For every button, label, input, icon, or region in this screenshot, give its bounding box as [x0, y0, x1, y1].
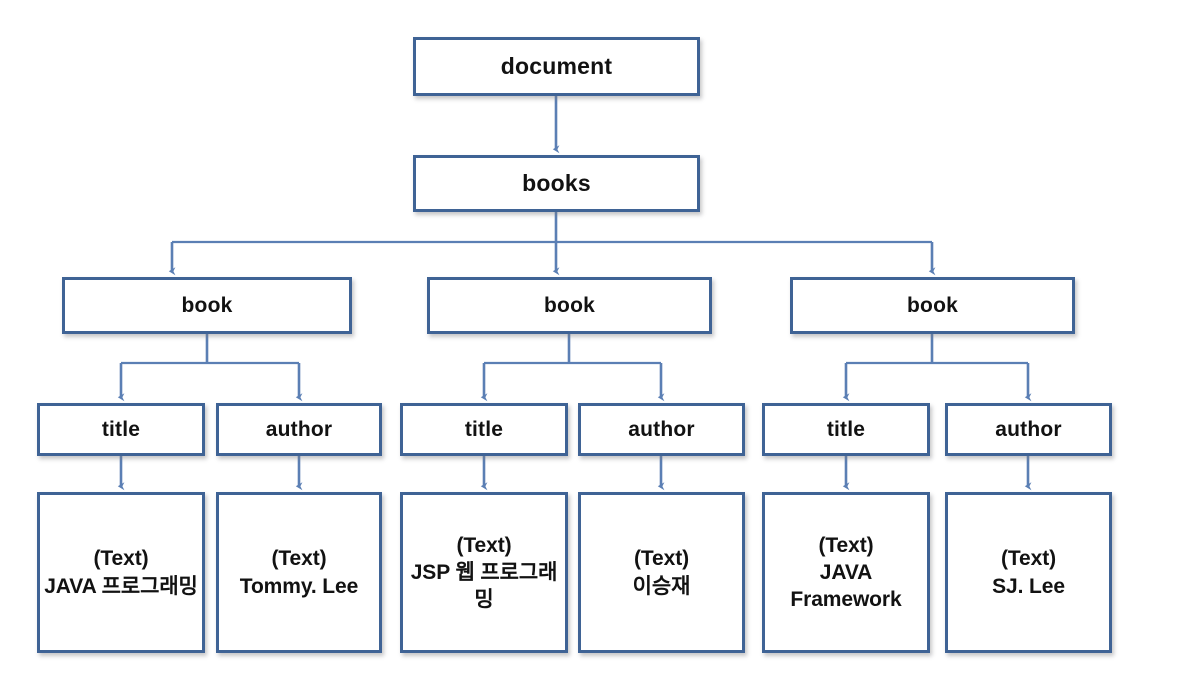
node-text-title-3[interactable]: (Text)JAVA Framework [762, 492, 930, 653]
node-text-title-1-label: (Text)JAVA 프로그래밍 [44, 547, 198, 598]
node-author-3-label: author [995, 417, 1062, 441]
node-document-label: document [500, 53, 613, 80]
node-book-3-label: book [907, 293, 958, 317]
node-book-1-label: book [181, 293, 233, 317]
node-text-title-2[interactable]: (Text)JSP 웹 프로그래밍 [400, 492, 568, 653]
node-text-author-2[interactable]: (Text)이승재 [578, 492, 745, 653]
node-title-2-label: title [464, 417, 504, 441]
node-title-1-label: title [101, 417, 141, 441]
node-books-label: books [522, 170, 591, 197]
node-author-2-label: author [628, 417, 695, 441]
node-title-3-label: title [826, 417, 866, 441]
node-author-1-label: author [265, 417, 333, 441]
node-books[interactable]: books [413, 155, 700, 212]
node-text-author-1[interactable]: (Text)Tommy. Lee [216, 492, 382, 653]
node-text-title-3-label: (Text)JAVA Framework [790, 533, 902, 612]
node-book-3[interactable]: book [790, 277, 1075, 334]
node-book-1[interactable]: book [62, 277, 352, 334]
node-title-3[interactable]: title [762, 403, 930, 456]
node-text-title-1[interactable]: (Text)JAVA 프로그래밍 [37, 492, 205, 653]
node-text-author-3-label: (Text)SJ. Lee [992, 547, 1065, 598]
node-book-2-label: book [544, 293, 595, 317]
node-text-author-2-label: (Text)이승재 [632, 547, 691, 598]
node-text-title-2-label: (Text)JSP 웹 프로그래밍 [410, 533, 558, 612]
node-author-3[interactable]: author [945, 403, 1112, 456]
node-document[interactable]: document [413, 37, 700, 96]
node-author-1[interactable]: author [216, 403, 382, 456]
node-title-2[interactable]: title [400, 403, 568, 456]
node-author-2[interactable]: author [578, 403, 745, 456]
node-title-1[interactable]: title [37, 403, 205, 456]
node-text-author-1-label: (Text)Tommy. Lee [239, 547, 359, 598]
node-text-author-3[interactable]: (Text)SJ. Lee [945, 492, 1112, 653]
node-book-2[interactable]: book [427, 277, 712, 334]
